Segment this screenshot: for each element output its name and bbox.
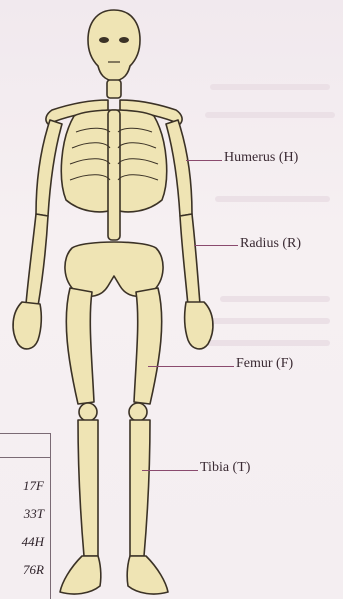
table-cell: 17F bbox=[4, 478, 44, 494]
table-header-rule bbox=[0, 457, 50, 458]
humerus-left bbox=[36, 120, 62, 216]
foot-left bbox=[60, 556, 101, 594]
foot-right bbox=[127, 556, 168, 594]
humerus-leader-line bbox=[186, 160, 222, 161]
tibia-right bbox=[130, 420, 150, 556]
radius-leader-line bbox=[194, 245, 238, 246]
table-cell: 44H bbox=[4, 534, 44, 550]
radius-right bbox=[180, 214, 200, 306]
skull bbox=[88, 10, 140, 81]
spine bbox=[108, 110, 120, 240]
label-radius: Radius (R) bbox=[240, 236, 301, 252]
table-cell: 76R bbox=[4, 562, 44, 578]
radius-left bbox=[26, 214, 48, 306]
label-femur: Femur (F) bbox=[236, 356, 293, 372]
hand-right bbox=[185, 302, 213, 349]
humerus-right bbox=[166, 120, 192, 216]
label-humerus: Humerus (H) bbox=[224, 150, 298, 166]
femur-left bbox=[66, 288, 94, 404]
hand-left bbox=[13, 302, 41, 349]
kneecap-left bbox=[79, 403, 97, 421]
femur-right bbox=[134, 288, 162, 404]
table-cell: 33T bbox=[4, 506, 44, 522]
femur-leader-line bbox=[148, 366, 234, 367]
kneecap-right bbox=[129, 403, 147, 421]
neck bbox=[107, 80, 121, 98]
tibia-leader-line bbox=[142, 470, 198, 471]
tibia-left bbox=[78, 420, 98, 556]
label-tibia: Tibia (T) bbox=[200, 460, 250, 476]
pelvis bbox=[65, 242, 163, 296]
